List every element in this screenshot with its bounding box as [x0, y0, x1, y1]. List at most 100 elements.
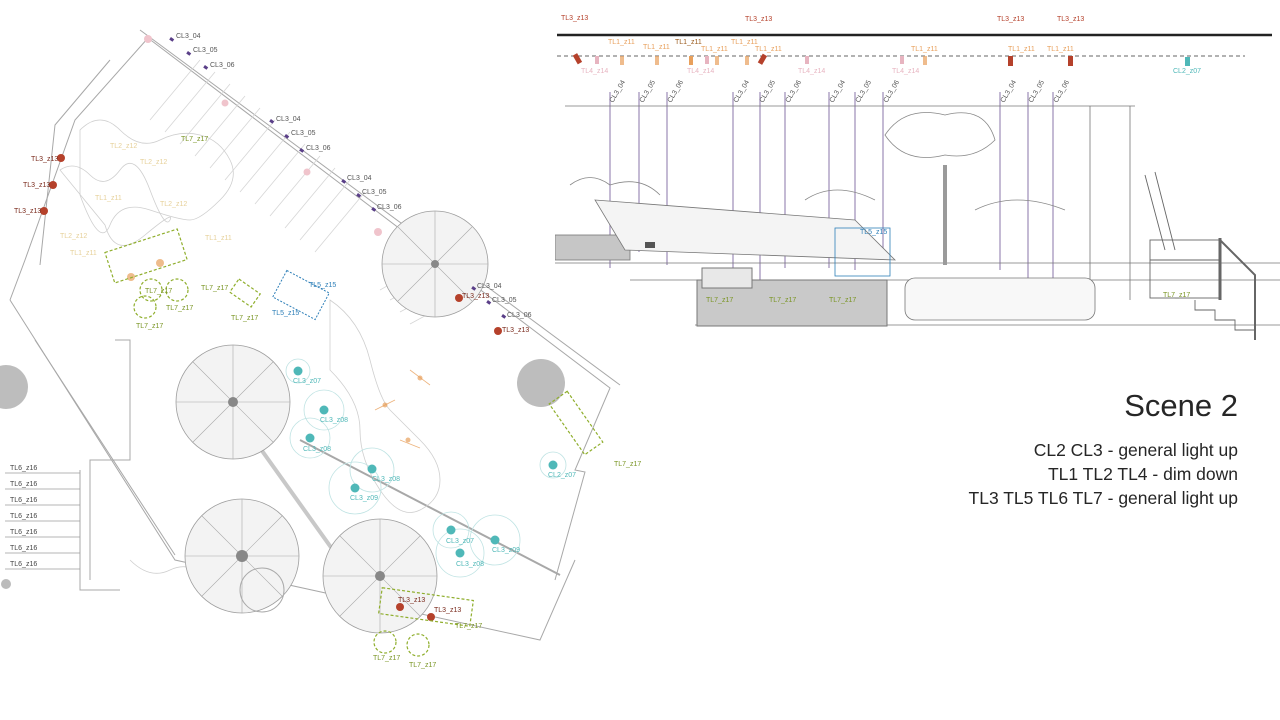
plan-cl-fixtures — [293, 366, 558, 558]
tl7-label: TL7_z17 — [136, 323, 163, 330]
tl1-label: TL1_z11 — [675, 39, 702, 46]
cl3-06-label: CL3_06 — [883, 79, 901, 104]
plan-marker-left — [1, 579, 11, 589]
cl3-05-label: CL3_05 — [291, 130, 316, 137]
plan-cl3-fixtures — [169, 37, 507, 319]
tl5-label: TL5_z15 — [860, 229, 887, 236]
plan-column-right — [517, 359, 565, 407]
tl1-label: TL1_z11 — [755, 46, 782, 53]
plan-umbrella-poles — [228, 260, 439, 581]
cl3-08-label: CL3_z08 — [456, 561, 484, 568]
cl3-05-label: CL3_05 — [193, 47, 218, 54]
tl6-label: TL6_z16 — [10, 545, 37, 552]
section-elevation-drawing: TL3_z13 TL3_z13 TL3_z13 TL3_z13 TL1_z11 … — [555, 15, 1280, 340]
tl4-label: TL4_z14 — [581, 68, 608, 75]
cl3-04-label: CL3_04 — [829, 79, 847, 104]
plan-tl3-labels: TL3_z13 TL3_z13 TL3_z13 TL3_z13 TL3_z13 … — [14, 156, 529, 614]
tl1-label: TL1_z11 — [70, 250, 97, 257]
tl4-label: TL4_z14 — [687, 68, 714, 75]
cl3-09-label: CL3_z09 — [492, 547, 520, 554]
plan-tl6-labels: TL6_z16 TL6_z16 TL6_z16 TL6_z16 TL6_z16 … — [10, 465, 37, 568]
tl7-label: TL7_z17 — [1163, 292, 1190, 299]
tl7-label: TL7_z17 — [181, 136, 208, 143]
cl3-07-label: CL3_z07 — [293, 378, 321, 385]
tl3-label: TL3_z13 — [1057, 16, 1084, 23]
tl1-label: TL1_z11 — [731, 39, 758, 46]
tl7-label: TL7_z17 — [706, 297, 733, 304]
scene-line: TL1 TL2 TL4 - dim down — [1047, 464, 1238, 484]
tl7-label: TL7_z17 — [373, 655, 400, 662]
cl3-04-label: CL3_04 — [276, 116, 301, 123]
elev-planters — [645, 242, 888, 327]
tl1-label: TL1_z11 — [701, 46, 728, 53]
elev-structure — [555, 105, 1280, 326]
tl3-label: TL3_z13 — [434, 607, 461, 614]
site-plan-drawing: TL6_z16 TL6_z16 TL6_z16 TL6_z16 TL6_z16 … — [0, 29, 641, 669]
plan-tl1-tl2-labels: TL2_z12 TL2_z12 TL1_z11 TL2_z12 TL2_z12 … — [60, 143, 232, 257]
cl3-07-label: CL3_z07 — [446, 538, 474, 545]
cl3-06-label: CL3_06 — [667, 79, 685, 104]
tl3-label: TL3_z13 — [23, 182, 50, 189]
plan-round-table — [239, 567, 285, 613]
elev-fixture-marks — [572, 53, 1190, 66]
cl3-05-label: CL3_05 — [492, 297, 517, 304]
tl3-label: TL3_z13 — [14, 208, 41, 215]
elev-stairs-rail — [1144, 171, 1256, 340]
cl3-08-label: CL3_z08 — [303, 446, 331, 453]
plan-column-left — [0, 365, 28, 409]
cl3-06-label: CL3_06 — [1053, 79, 1071, 104]
cl3-04-label: CL3_04 — [477, 283, 502, 290]
elev-trees — [569, 112, 1066, 265]
scene-description: Scene 2 CL2 CL3 - general light up TL1 T… — [969, 388, 1238, 510]
scene-title: Scene 2 — [1124, 388, 1238, 423]
cl3-05-label: CL3_05 — [1028, 79, 1046, 104]
tl2-label: TL2_z12 — [160, 201, 187, 208]
cl3-06-label: CL3_06 — [377, 204, 402, 211]
elev-tl3-labels: TL3_z13 TL3_z13 TL3_z13 TL3_z13 — [561, 15, 1084, 23]
tl1-label: TL1_z11 — [911, 46, 938, 53]
tl7-label: TL7_z17 — [166, 305, 193, 312]
tl6-label: TL6_z16 — [10, 561, 37, 568]
tl1-label: TL1_z11 — [1008, 46, 1035, 53]
plan-tl7-planters — [104, 228, 604, 657]
scene-line: CL2 CL3 - general light up — [1033, 440, 1238, 460]
cl3-04-label: CL3_04 — [176, 33, 201, 40]
tl6-label: TL6_z16 — [10, 529, 37, 536]
cl3-05-label: CL3_05 — [759, 79, 777, 104]
tl1-label: TL1_z11 — [643, 44, 670, 51]
cl3-06-label: CL3_06 — [210, 62, 235, 69]
plan-walls — [9, 29, 621, 641]
tl6-label: TL6_z16 — [10, 465, 37, 472]
tl1-label: TL1_z11 — [95, 195, 122, 202]
plan-tl4-dots — [144, 35, 382, 236]
tl1-label: TL1_z11 — [1047, 46, 1074, 53]
cl2-label: CL2_z07 — [548, 472, 576, 479]
plan-tl5-bench — [272, 269, 330, 321]
tl3-label: TL3_z13 — [745, 16, 772, 23]
cl3-05-label: CL3_05 — [855, 79, 873, 104]
cl3-05-label: CL3_05 — [362, 189, 387, 196]
tl6-label: TL6_z16 — [10, 497, 37, 504]
tl7-label: TL7_z17 — [231, 315, 258, 322]
tl5-label: TL5_z15 — [309, 282, 336, 289]
tl7-label: TL7_z17 — [769, 297, 796, 304]
tl7-label: TL7_z17 — [145, 288, 172, 295]
tl3-label: TL3_z13 — [561, 15, 588, 22]
tl3-label: TL3_z13 — [31, 156, 58, 163]
plan-cl3-labels: CL3_04 CL3_05 CL3_06 CL3_04 CL3_05 CL3_0… — [176, 33, 532, 319]
cl3-06-label: CL3_06 — [306, 145, 331, 152]
tl5-label: TL5_z15 — [272, 310, 299, 317]
cl3-04-label: CL3_04 — [1000, 79, 1018, 104]
cl2-label: CL2_z07 — [1173, 68, 1201, 75]
tl4-label: TL4_z14 — [798, 68, 825, 75]
cl3-04-label: CL3_04 — [609, 79, 627, 104]
tl1-label: TL1_z11 — [205, 235, 232, 242]
elev-cl3-labels: CL3_04 CL3_05 CL3_06 CL3_04 CL3_05 CL3_0… — [609, 79, 1071, 104]
scene-line: TL3 TL5 TL6 TL7 - general light up — [968, 488, 1238, 508]
cl3-08-label: CL3_z08 — [320, 417, 348, 424]
elev-tl1-labels: TL1_z11 TL1_z11 TL1_z11 TL1_z11 TL1_z11 … — [608, 39, 1074, 53]
tl3-label: TL3_z13 — [462, 293, 489, 300]
plan-tl3-fixtures — [40, 154, 502, 621]
cl3-04-label: CL3_04 — [733, 79, 751, 104]
